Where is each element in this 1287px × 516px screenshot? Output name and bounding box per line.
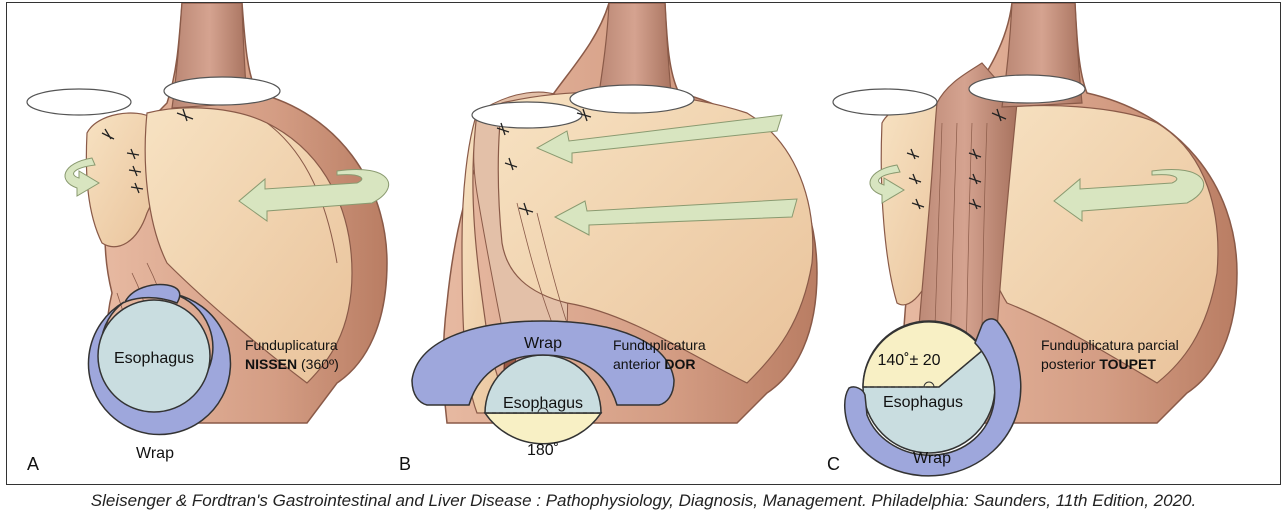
panel-b: Wrap Esophagus 180˚ B Funduplicatura ant… bbox=[399, 3, 817, 474]
clamp-left-c bbox=[833, 89, 937, 115]
title-c-prefix: posterior bbox=[1041, 356, 1099, 372]
wrap-label-b: Wrap bbox=[524, 335, 562, 352]
angle-label-b: 180˚ bbox=[527, 442, 559, 459]
esophagus-label-b: Esophagus bbox=[503, 395, 583, 412]
panel-letter-c: C bbox=[827, 454, 840, 474]
title-a-line1: Funduplicatura bbox=[245, 337, 338, 353]
angle-label-c: 140˚± 20 bbox=[877, 352, 940, 369]
panel-c: 140˚± 20 Esophagus Wrap C Funduplicatura… bbox=[827, 3, 1237, 476]
esophagus-label-a: Esophagus bbox=[114, 350, 194, 367]
fundoplication-illustration: Esophagus Wrap A Funduplicatura NISSEN (… bbox=[7, 3, 1282, 486]
title-c-emphasis: TOUPET bbox=[1099, 356, 1156, 372]
title-a-emphasis: NISSEN bbox=[245, 356, 297, 372]
title-b-prefix: anterior bbox=[613, 356, 664, 372]
clamp-left-b bbox=[472, 102, 582, 128]
title-b-line1: Funduplicatura bbox=[613, 337, 706, 353]
title-c-line1: Funduplicatura parcial bbox=[1041, 337, 1179, 353]
clamp-right-a bbox=[164, 77, 280, 105]
title-b-line2: anterior DOR bbox=[613, 356, 695, 372]
title-c-line2: posterior TOUPET bbox=[1041, 356, 1156, 372]
title-b-emphasis: DOR bbox=[664, 356, 695, 372]
title-a-suffix: (360º) bbox=[297, 356, 339, 372]
figure-frame: Esophagus Wrap A Funduplicatura NISSEN (… bbox=[6, 2, 1281, 485]
esophagus-label-c: Esophagus bbox=[883, 394, 963, 411]
clamp-right-c bbox=[969, 75, 1085, 103]
wrap-label-c: Wrap bbox=[913, 450, 951, 467]
source-caption: Sleisenger & Fordtran's Gastrointestinal… bbox=[0, 486, 1287, 516]
wrap-label-a: Wrap bbox=[136, 445, 174, 462]
panel-letter-a: A bbox=[27, 454, 39, 474]
panel-a: Esophagus Wrap A Funduplicatura NISSEN (… bbox=[27, 3, 389, 474]
panel-letter-b: B bbox=[399, 454, 411, 474]
clamp-right-b bbox=[570, 85, 694, 113]
title-a-line2: NISSEN (360º) bbox=[245, 356, 339, 372]
clamp-left-a bbox=[27, 89, 131, 115]
